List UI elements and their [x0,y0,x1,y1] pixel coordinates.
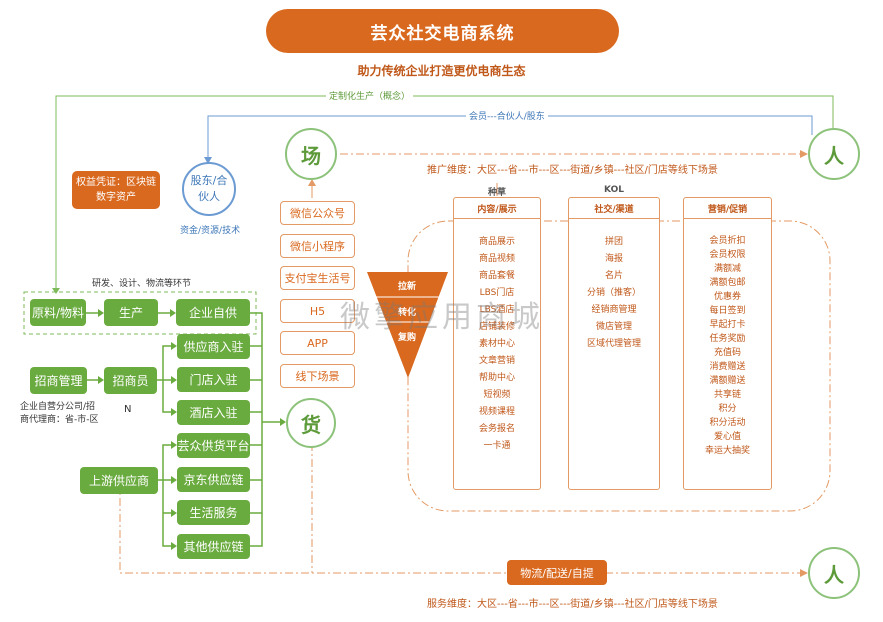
column-2-title: KOL [604,185,624,195]
list-item: 任务奖励 [709,334,746,344]
list-item: 一卡通 [483,441,511,451]
goods-circle: 货 [286,398,336,448]
list-item: LBS门店 [479,288,515,298]
yunzhong-supply-box: 芸众供货平台 [177,433,250,458]
funnel-repurchase: 复购 [398,333,417,343]
list-item: 帮助中心 [478,373,515,383]
self-supply-box: 企业自供 [176,299,250,326]
list-item: 充值码 [713,348,741,358]
list-item: 短视频 [483,390,511,400]
merchant-caption: 企业自营分公司/招商代理商：省-市-区 [20,402,99,425]
list-item: 微店管理 [595,322,632,332]
marketing-column-header: 营销/促销 [684,198,771,219]
column-1-title: 种草 [487,188,506,198]
list-item: 积分活动 [709,418,746,428]
custom-production-line [55,95,834,292]
logistics-box: 物流/配送/自提 [507,560,607,585]
list-item: 视频课程 [478,407,515,417]
list-item: 满额赠送 [709,376,746,386]
raw-material-box: 原料/物料 [30,299,86,326]
social-column-items: 拼团 海报 名片 分销（推客） 经销商管理 微店管理 区域代理管理 [569,234,659,353]
channel-h5: H5 [280,299,355,323]
content-column-items: 商品展示 商品视频 商品套餐 LBS门店 LBS酒店 店铺装修 素材中心 文章营… [454,234,540,455]
service-arrow [800,569,808,577]
member-arrow [204,157,212,164]
list-item: 满额减 [713,264,741,274]
jd-supply-box: 京东供应链 [177,467,250,492]
shareholder-caption: 资金/资源/技术 [180,226,241,236]
upstream-supplier-box: 上游供应商 [80,467,158,494]
list-item: 海报 [604,254,623,264]
list-item: 每日签到 [709,306,746,316]
list-item: 拼团 [604,237,623,247]
list-item: 消费赠送 [709,362,746,372]
list-item: 商品展示 [478,237,515,247]
list-item: 分销（推客） [586,288,641,298]
custom-production-arrow [52,288,60,294]
merchant-agent-box: 招商员 [104,367,157,394]
service-dimension: 服务维度：大区---省---市---区---街道/乡镇---社区/门店等线下场景 [427,599,718,610]
channel-app: APP [280,331,355,355]
list-item: 会员权限 [709,250,746,260]
production-caption: 研发、设计、物流等环节 [92,279,192,289]
list-item: 素材中心 [478,339,515,349]
field-circle: 场 [285,128,337,180]
supplier-entry-box: 供应商入驻 [177,334,250,359]
n-label: N [124,404,132,415]
funnel-shape [367,272,448,378]
content-column-header: 内容/展示 [454,198,540,219]
list-item: 优惠券 [713,292,741,302]
member-line-label: 会员---合伙人/股东 [466,109,548,122]
custom-production-label: 定制化生产（概念） [326,89,414,102]
promo-dimension: 推广维度：大区---省---市---区---街道/乡镇---社区/门店等线下场景 [427,165,718,176]
list-item: 店铺装修 [478,322,515,332]
list-item: 商品视频 [478,254,515,264]
channel-up-arrow [308,179,316,186]
social-column-header: 社交/渠道 [569,198,659,219]
system-subtitle: 助力传统企业打造更优电商生态 [357,64,526,78]
channel-offline: 线下场景 [280,364,355,388]
list-item: 文章营销 [478,356,515,366]
list-item: 满额包邮 [709,278,746,288]
person-circle-top: 人 [808,128,860,180]
person-circle-bottom: 人 [808,547,860,599]
channel-alipay: 支付宝生活号 [280,266,355,290]
list-item: 区域代理管理 [586,339,641,349]
list-item: 幸运大抽奖 [704,446,750,456]
hotel-entry-box: 酒店入驻 [177,400,250,425]
list-item: 积分 [718,404,737,414]
channel-wechat-official: 微信公众号 [280,201,355,225]
store-entry-box: 门店入驻 [177,367,250,392]
list-item: 会务报名 [478,424,515,434]
social-column: 社交/渠道 拼团 海报 名片 分销（推客） 经销商管理 微店管理 区域代理管理 [568,197,660,490]
funnel-acquire: 拉新 [398,282,417,292]
list-item: 爱心值 [713,432,741,442]
list-item: 共享链 [713,390,741,400]
list-item: 商品套餐 [478,271,515,281]
list-item: 经销商管理 [591,305,637,315]
rights-certificate-box: 权益凭证：区块链数字资产 [72,171,160,209]
merchant-management-box: 招商管理 [30,367,87,394]
list-item: 会员折扣 [709,236,746,246]
shareholder-circle: 股东/合伙人 [182,162,236,216]
life-service-box: 生活服务 [177,500,250,525]
other-supply-box: 其他供应链 [177,534,250,559]
production-box: 生产 [104,299,158,326]
content-column: 内容/展示 商品展示 商品视频 商品套餐 LBS门店 LBS酒店 店铺装修 素材… [453,197,541,490]
marketing-column-items: 会员折扣 会员权限 满额减 满额包邮 优惠券 每日签到 早起打卡 任务奖励 充值… [684,234,771,458]
list-item: 名片 [604,271,623,281]
funnel-convert: 转化 [398,308,417,318]
service-line [119,482,800,574]
marketing-column: 营销/促销 会员折扣 会员权限 满额减 满额包邮 优惠券 每日签到 早起打卡 任… [683,197,772,490]
system-title: 芸众社交电商系统 [266,9,619,53]
channel-wechat-mini: 微信小程序 [280,234,355,258]
list-item: 早起打卡 [709,320,746,330]
list-item: LBS酒店 [479,305,515,315]
promo-arrow [800,150,808,158]
watermark: 微擎应用商城 [340,300,544,335]
